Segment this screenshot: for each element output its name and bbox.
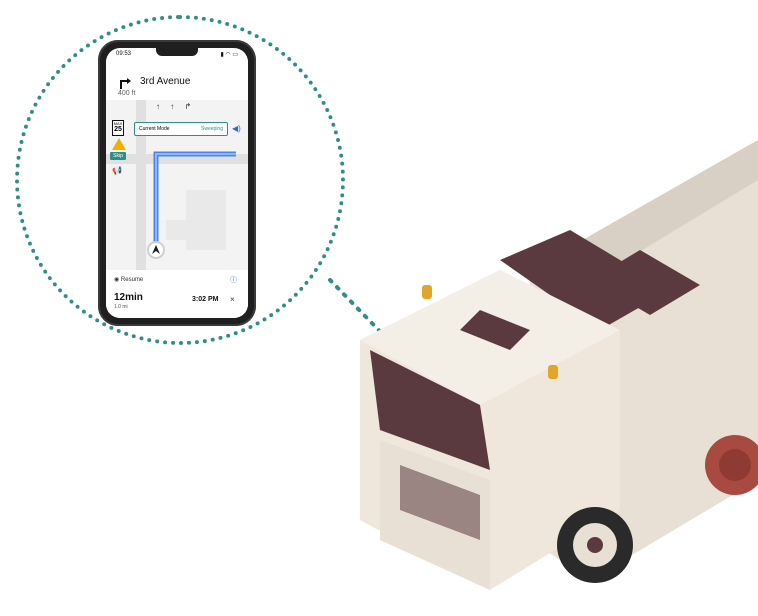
mode-label: Current Mode: [139, 126, 170, 132]
resume-icon: ◉: [114, 277, 120, 283]
lane-guidance: ↑ ↑ ↱: [156, 102, 196, 111]
turn-instruction-header: 3rd Avenue 400 ft: [106, 60, 248, 100]
turn-right-icon: [120, 78, 131, 89]
street-name: 3rd Avenue: [140, 76, 191, 87]
speaker-icon[interactable]: ◀): [232, 124, 241, 133]
map-view[interactable]: ↑ ↑ ↱ MAX 25 Current Mode Sweeping ◀) Sk…: [106, 100, 248, 270]
eta-minutes: 12min: [114, 292, 143, 303]
warning-icon: [112, 138, 126, 150]
navigation-app-screen: 09:53 ▮ ◠ ▭ 3rd Avenue 400 ft: [106, 48, 248, 318]
eta-distance: 1.0 mi: [114, 304, 128, 310]
status-icons: ▮ ◠ ▭: [220, 51, 238, 58]
megaphone-icon[interactable]: 📢: [112, 166, 122, 175]
info-icon[interactable]: ⓘ: [230, 277, 237, 284]
turn-distance: 400 ft: [118, 90, 136, 97]
mode-value: Sweeping: [201, 126, 223, 132]
status-bar: 09:53 ▮ ◠ ▭: [106, 48, 248, 60]
close-button[interactable]: ×: [230, 295, 235, 304]
callout-ring: [15, 15, 345, 345]
resume-button[interactable]: ◉ Resume: [114, 276, 143, 283]
arrival-time: 3:02 PM: [192, 296, 219, 303]
speed-limit-value: 25: [114, 126, 122, 133]
phone-device: 09:53 ▮ ◠ ▭ 3rd Avenue 400 ft: [98, 40, 256, 326]
phone-notch: [156, 48, 198, 56]
resume-label: Resume: [120, 277, 144, 283]
mode-selector[interactable]: Current Mode Sweeping: [134, 122, 228, 136]
trip-summary-bar: ◉ Resume ⓘ 12min 1.0 mi 3:02 PM ×: [106, 270, 248, 318]
speed-limit-sign: MAX 25: [112, 120, 124, 136]
speed-limit-label: MAX: [113, 121, 123, 126]
street-sweeper-truck: [360, 140, 758, 590]
skip-button[interactable]: Skip: [110, 152, 126, 160]
status-time: 09:53: [116, 51, 132, 57]
